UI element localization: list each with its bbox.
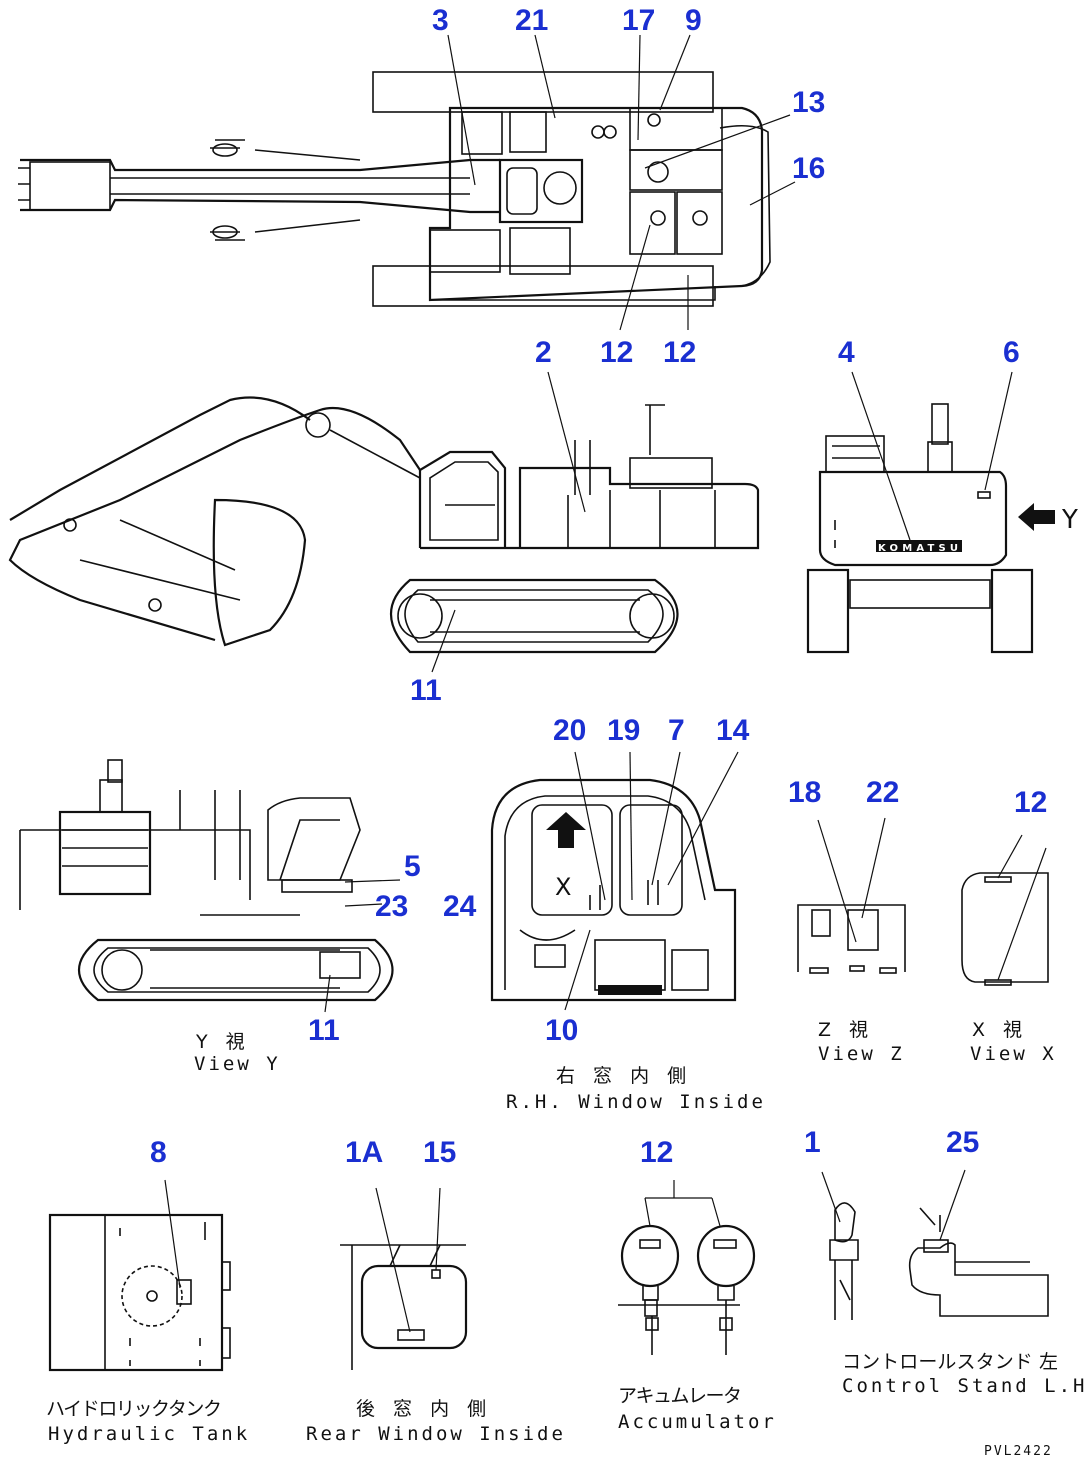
caption-rear-en: Rear Window Inside (306, 1423, 566, 1445)
callout-12-acc: 12 (640, 1136, 673, 1169)
callout-22: 22 (866, 776, 899, 809)
view-y-drawing (19, 759, 394, 1002)
window-inside-drawing (490, 778, 737, 1002)
callout-8: 8 (150, 1136, 167, 1169)
caption-acc-jp: アキュムレータ (618, 1385, 748, 1407)
callout-6: 6 (1003, 336, 1020, 369)
side-view-drawing (8, 396, 760, 654)
callout-numbers: 3 21 17 9 13 16 12 12 2 11 4 6 5 23 24 1… (150, 4, 1047, 1169)
callout-13: 13 (792, 86, 825, 119)
callout-10: 10 (545, 1014, 578, 1047)
callout-19: 19 (607, 714, 640, 747)
caption-acc-en: Accumulator (618, 1411, 777, 1433)
callout-15: 15 (423, 1136, 456, 1169)
callout-4: 4 (838, 336, 855, 369)
callout-12-top-a: 12 (600, 336, 633, 369)
drawing-code: PVL2422 (984, 1444, 1053, 1459)
caption-tank-jp: ハイドロリックタンク (46, 1398, 228, 1420)
callout-12-top-b: 12 (663, 336, 696, 369)
callout-14: 14 (716, 714, 750, 747)
callout-20: 20 (553, 714, 586, 747)
caption-view-y-en: View Y (194, 1053, 281, 1075)
caption-view-z-jp: Z 視 (818, 1019, 874, 1041)
callout-24: 24 (443, 890, 477, 923)
callout-23: 23 (375, 890, 408, 923)
accumulator-drawing (618, 1224, 756, 1355)
callout-11-side: 11 (410, 674, 442, 707)
view-x-drawing (961, 872, 1049, 986)
rear-window-drawing (340, 1244, 468, 1370)
brand-decal: KOMATSU (878, 543, 958, 554)
caption-tank-en: Hydraulic Tank (48, 1423, 250, 1445)
caption-rear-jp: 後 窓 内 側 (356, 1398, 492, 1420)
top-view-drawing (18, 71, 771, 307)
callout-3: 3 (432, 4, 449, 37)
caption-view-z-en: View Z (818, 1043, 905, 1065)
callout-11-viewy: 11 (308, 1014, 340, 1047)
callout-1: 1 (804, 1126, 821, 1159)
caption-view-y-jp: Y 視 (195, 1031, 251, 1053)
window-x-label: X (555, 873, 571, 901)
view-z-drawing (797, 904, 906, 974)
callout-18: 18 (788, 776, 821, 809)
caption-view-x-jp: X 視 (972, 1019, 1028, 1041)
callout-1a: 1A (345, 1136, 383, 1169)
front-view-drawing (806, 403, 1055, 654)
callout-17: 17 (622, 4, 655, 37)
captions: Y 視 View Y 右 窓 内 側 R.H. Window Inside Z … (46, 1019, 1090, 1445)
callout-7: 7 (668, 714, 685, 747)
caption-ctrl-jp: コントロールスタンド 左 (842, 1351, 1064, 1373)
caption-ctrl-en: Control Stand L.H. (842, 1375, 1090, 1397)
callout-21: 21 (515, 4, 548, 37)
callout-12-viewx: 12 (1014, 786, 1047, 819)
leader-lines (164, 34, 1047, 1333)
hydraulic-tank-drawing (48, 1213, 231, 1372)
caption-view-x-en: View X (970, 1043, 1057, 1065)
caption-window-jp: 右 窓 内 側 (556, 1065, 692, 1087)
callout-9: 9 (685, 4, 702, 37)
caption-window-en: R.H. Window Inside (506, 1091, 766, 1113)
arrow-y-label: Y (1061, 505, 1078, 535)
callout-16: 16 (792, 152, 825, 185)
control-stand-drawing (829, 1202, 1049, 1320)
callout-25: 25 (946, 1126, 979, 1159)
callout-5: 5 (404, 850, 421, 883)
callout-2: 2 (535, 336, 552, 369)
